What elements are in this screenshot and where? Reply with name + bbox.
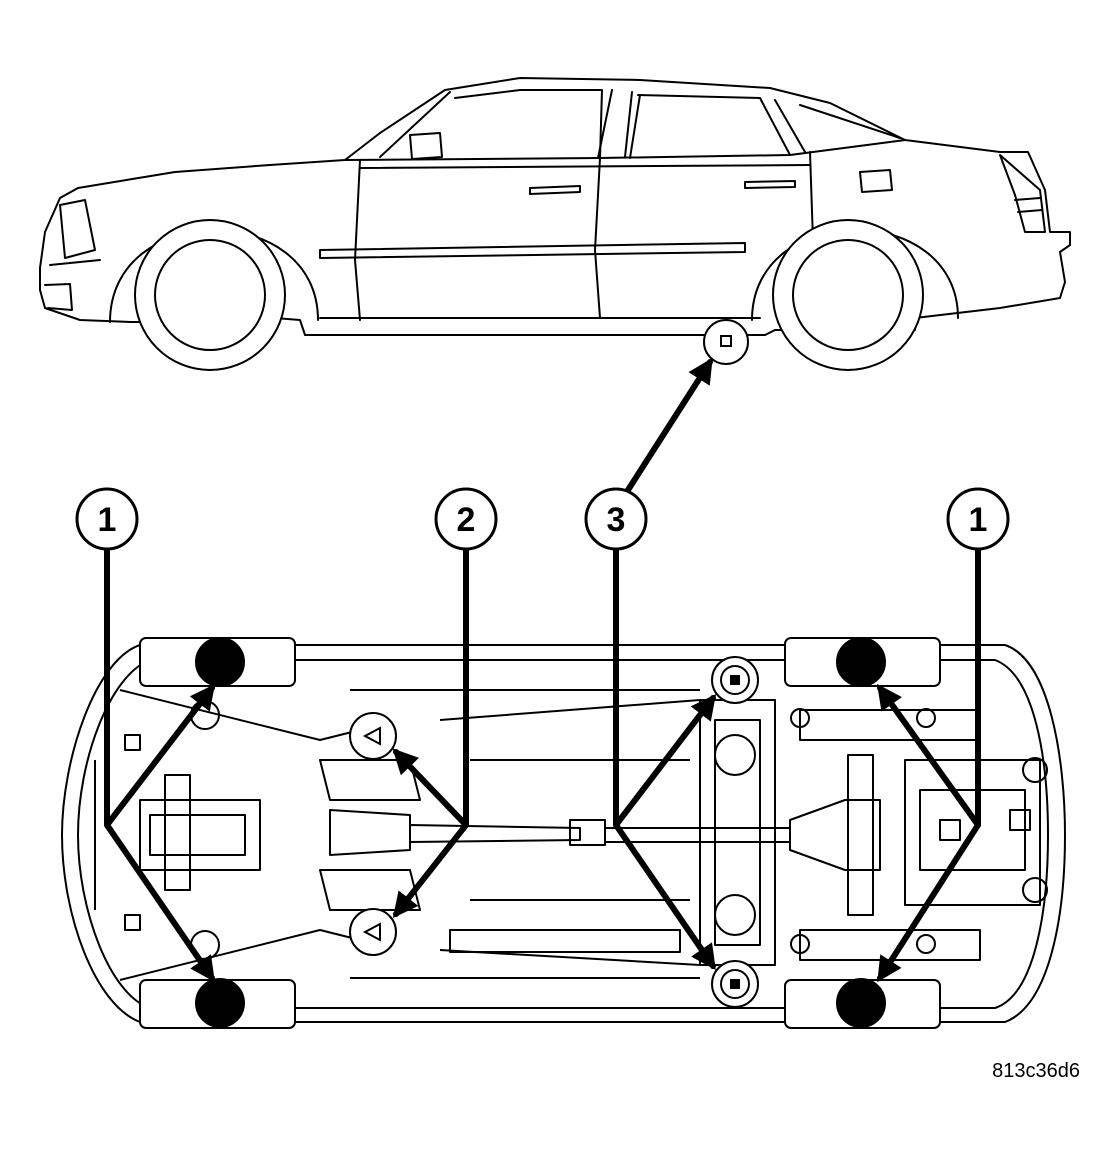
callout-3-label: 3 bbox=[607, 501, 626, 539]
car-wheels bbox=[134, 219, 924, 371]
lift-point-2-lower bbox=[349, 908, 397, 956]
callout-3: 3 bbox=[584, 487, 648, 551]
lift-point-2-upper bbox=[349, 712, 397, 760]
callout-1-left-label: 1 bbox=[98, 501, 117, 539]
callout-1-left: 1 bbox=[75, 487, 139, 551]
lift-point-3-markers bbox=[711, 656, 759, 1008]
car-underside-view bbox=[61, 637, 1066, 1029]
underside-outline bbox=[61, 644, 1066, 1023]
side-lift-point-marker bbox=[703, 319, 749, 365]
lift-pad-front-right bbox=[195, 978, 245, 1028]
callout-1-right: 1 bbox=[946, 487, 1010, 551]
lift-pads bbox=[195, 637, 886, 1028]
lift-point-2-markers bbox=[349, 712, 397, 956]
lift-pad-rear-left bbox=[836, 637, 886, 687]
callout-2: 2 bbox=[434, 487, 498, 551]
lift-pad-rear-right bbox=[836, 978, 886, 1028]
callout-1-right-label: 1 bbox=[969, 501, 988, 539]
leader-lines bbox=[104, 357, 981, 983]
callout-2-label: 2 bbox=[457, 501, 476, 539]
figure-id: 813c36d6 bbox=[992, 1060, 1080, 1082]
lift-pad-front-left bbox=[195, 637, 245, 687]
